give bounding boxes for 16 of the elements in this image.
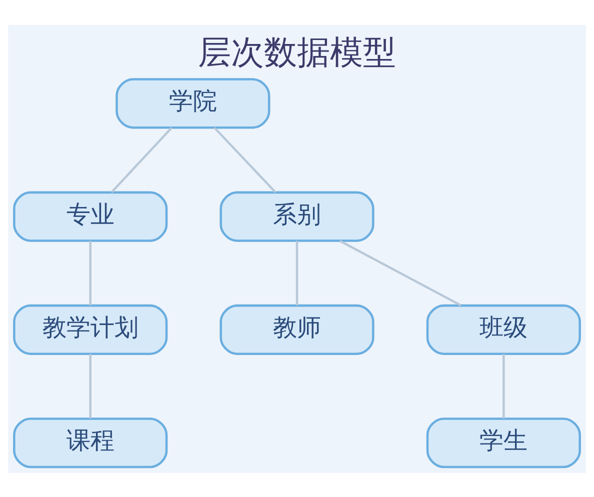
- connector: [89, 240, 92, 305]
- connector: [89, 354, 92, 418]
- node-box: 学院: [116, 78, 270, 128]
- node-box: 课程: [13, 417, 168, 468]
- node-box: 班级: [426, 304, 581, 354]
- connector: [110, 126, 172, 193]
- node-box: 专业: [13, 190, 168, 242]
- node-box: 教学计划: [13, 304, 168, 354]
- connector: [339, 239, 462, 306]
- node-box: 系别: [220, 190, 374, 242]
- diagram-title: 层次数据模型: [198, 32, 396, 72]
- connector: [502, 354, 505, 418]
- node-box: 学生: [426, 417, 581, 468]
- node-box: 教师: [220, 304, 374, 354]
- connector: [214, 126, 276, 193]
- connector: [296, 240, 298, 305]
